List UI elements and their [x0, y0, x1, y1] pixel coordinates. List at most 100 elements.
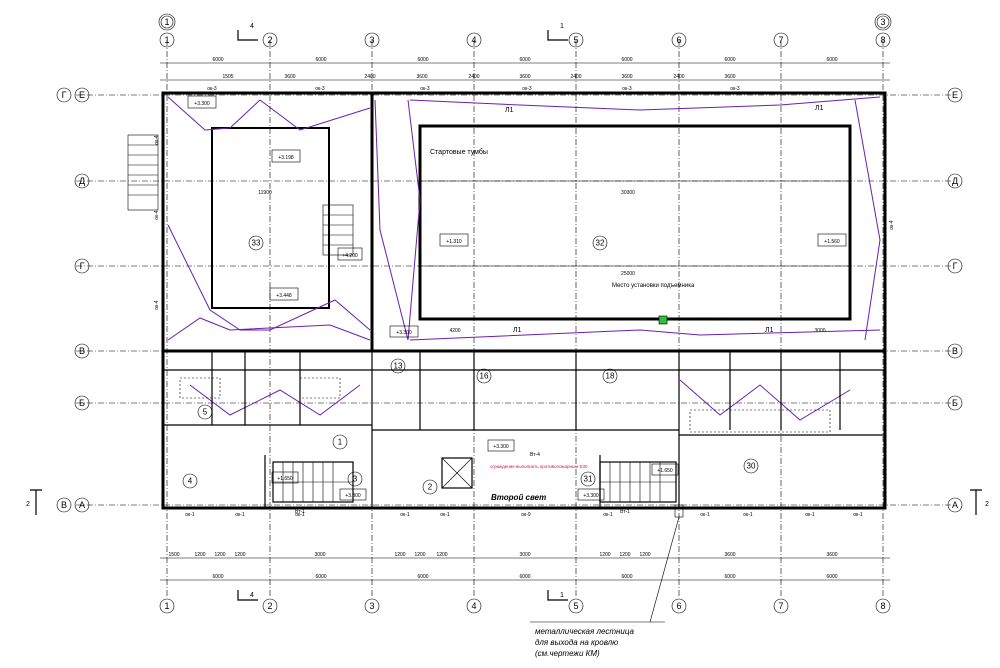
axis-label-right-D: Д [952, 176, 958, 186]
level-stair-left: +1.650 [277, 476, 293, 482]
section-mark-bottom-mid: 1 [560, 592, 564, 599]
svg-text:ок-3: ок-3 [730, 86, 740, 92]
svg-text:ок-1: ок-1 [235, 512, 245, 518]
purple-bracing-lines [167, 96, 881, 421]
svg-text:6000: 6000 [621, 574, 632, 580]
fire-barrier-note: ограждение выполнить противопожарным Е30 [490, 464, 588, 469]
bottom-axis-bubbles: 1 2 3 4 5 6 7 8 [159, 598, 891, 614]
roof-ladder-callout: металлическая лестница для выхода на кро… [530, 504, 684, 658]
axis-label-top-6: 6 [676, 35, 681, 45]
section-mark-bottom-left: 4 [250, 592, 254, 599]
level-top-left: +3.300 [194, 101, 210, 107]
svg-text:ок-4: ок-4 [889, 220, 895, 230]
axis-label-bottom-2: 2 [267, 601, 272, 611]
svg-text:3600: 3600 [519, 74, 530, 80]
lintel-label-1: Л1 [505, 107, 514, 114]
lift-marker [658, 315, 668, 325]
axis-label-top-3: 3 [369, 35, 374, 45]
axis-label-right-V: В [952, 346, 958, 356]
window-marks: ок-3 ок-3 ок-3 ок-3 ок-3 ок-3 ок-1 ок-1 … [154, 86, 895, 518]
svg-text:ок-3: ок-3 [315, 86, 325, 92]
room-number-1: 1 [338, 438, 343, 447]
level-stair-right: +3.300 [583, 493, 599, 499]
svg-text:ок-1: ок-1 [185, 512, 195, 518]
axis-label-top-1: 1 [164, 35, 169, 45]
section-marks: 4 1 4 1 2 2 [26, 23, 989, 601]
axis-label-top-extra-3: 3 [880, 17, 885, 27]
svg-text:3000: 3000 [314, 552, 325, 558]
callout-line-2: для выхода на кровлю [535, 638, 618, 647]
lintel-label-2: Л1 [815, 105, 824, 112]
svg-text:ок-1: ок-1 [440, 512, 450, 518]
lintel-label-3: Л1 [513, 327, 522, 334]
svg-text:25000: 25000 [621, 271, 635, 277]
axis-label-left-D: Д [79, 176, 85, 186]
level-big-pool-left: +1.310 [446, 239, 462, 245]
svg-text:ок-1: ок-1 [295, 512, 305, 518]
right-axis-bubbles: Е Д Г В Б А [947, 87, 963, 513]
section-mark-top-left: 4 [250, 23, 254, 30]
svg-text:ок-9: ок-9 [521, 512, 531, 518]
svg-text:6000: 6000 [724, 57, 735, 63]
room-number-30: 30 [747, 462, 756, 471]
external-stair [127, 134, 159, 211]
svg-text:1500: 1500 [168, 552, 179, 558]
room-number-13: 13 [394, 362, 403, 371]
svg-text:ок-1: ок-1 [805, 512, 815, 518]
axis-label-right-G: Г [953, 261, 958, 271]
svg-text:6000: 6000 [724, 574, 735, 580]
svg-text:1505: 1505 [222, 74, 233, 80]
level-small-pool-2: +3.448 [276, 293, 292, 299]
axis-label-left-G: Г [80, 261, 85, 271]
big-pool: 32 +1.310 +1.560 30300 25000 11900 4200 … [258, 105, 852, 334]
level-stair-left-2: +3.300 [345, 493, 361, 499]
svg-text:ок-1: ок-1 [700, 512, 710, 518]
axis-label-top-2: 2 [267, 35, 272, 45]
axis-label-bottom-3: 3 [369, 601, 374, 611]
room-number-31: 31 [584, 475, 593, 484]
svg-text:6000: 6000 [621, 57, 632, 63]
svg-text:3600: 3600 [724, 552, 735, 558]
svg-text:6000: 6000 [519, 574, 530, 580]
axis-label-left-extra-bottom: В [61, 500, 67, 510]
svg-text:1200: 1200 [436, 552, 447, 558]
svg-text:2400: 2400 [673, 74, 684, 80]
svg-text:2400: 2400 [570, 74, 581, 80]
bottom-dimension-chains: 1500 1200 1200 1200 3000 1200 1200 1200 … [160, 552, 890, 581]
svg-text:1200: 1200 [214, 552, 225, 558]
room-number-4: 4 [188, 477, 193, 486]
svg-text:6000: 6000 [212, 574, 223, 580]
svg-text:3000: 3000 [519, 552, 530, 558]
section-mark-left: 2 [26, 501, 30, 508]
left-axis-bubbles: Г Е Д Г В Б В А [56, 87, 90, 513]
svg-text:ок-4: ок-4 [154, 135, 160, 145]
svg-text:1200: 1200 [194, 552, 205, 558]
axis-label-right-B: Б [952, 398, 958, 408]
axis-label-right-A: А [952, 500, 958, 510]
svg-text:1200: 1200 [234, 552, 245, 558]
svg-text:ок-1: ок-1 [400, 512, 410, 518]
room-number-16: 16 [480, 372, 489, 381]
small-pool: 33 +3.198 +3.448 +4.200 +3.300 [187, 95, 363, 309]
lower-rooms: 18 16 13 30 4 5 2 3 31 1 +3.300 +3.300 +… [163, 325, 885, 515]
axis-label-top-extra-1: 1 [164, 17, 169, 27]
axis-label-bottom-6: 6 [676, 601, 681, 611]
svg-text:ок-3: ок-3 [207, 86, 217, 92]
svg-text:6000: 6000 [826, 57, 837, 63]
axis-label-left-V: В [79, 346, 85, 356]
svg-text:ок-1: ок-1 [603, 512, 613, 518]
svg-text:6000: 6000 [519, 57, 530, 63]
section-mark-top-mid: 1 [560, 23, 564, 30]
axis-label-left-A: А [79, 500, 85, 510]
axis-label-left-extra-top: Г [62, 90, 67, 100]
svg-text:4200: 4200 [449, 328, 460, 334]
svg-text:3600: 3600 [416, 74, 427, 80]
svg-text:6000: 6000 [417, 574, 428, 580]
axis-label-top-8: 8 [880, 35, 885, 45]
svg-text:2400: 2400 [364, 74, 375, 80]
svg-text:3600: 3600 [284, 74, 295, 80]
svg-text:ок-4: ок-4 [154, 210, 160, 220]
callout-line-3: (см.чертежи КМ) [535, 649, 600, 658]
axis-label-bottom-1: 1 [164, 601, 169, 611]
